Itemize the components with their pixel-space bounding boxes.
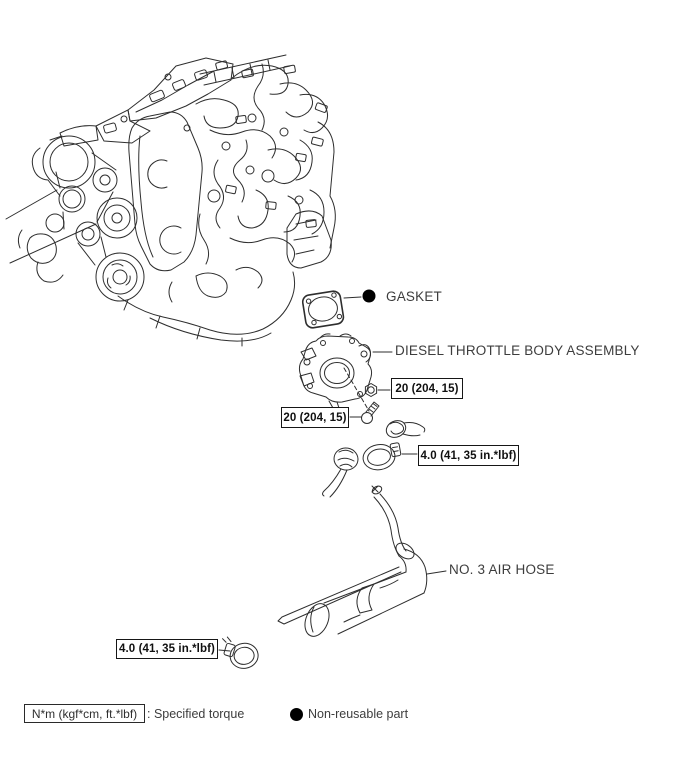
gasket-label: GASKET [386,289,442,304]
gasket-part [301,290,345,329]
fastener-dashed-line [343,367,370,412]
air-hose-part [277,485,428,637]
legend-non-reusable-caption: Non-reusable part [308,707,409,721]
throttle-body-part [298,333,373,409]
air-hose-leader-line [426,570,447,575]
throttle-body-label: DIESEL THROTTLE BODY ASSEMBLY [395,343,640,358]
non-reusable-part-icon [362,289,376,303]
legend-torque-caption: : Specified torque [147,707,245,721]
wire-clamp-lower [322,447,359,498]
torque-box-throttle-nut: 20 (204, 15) [391,378,463,399]
nut-part [364,383,378,397]
wire-clamp-upper [385,420,426,438]
air-hose-label: NO. 3 AIR HOSE [449,562,555,577]
torque-box-hose-clamp-upper: 4.0 (41, 35 in.*lbf) [418,445,519,466]
gasket-leader-line [343,296,362,299]
non-reusable-legend-icon [290,708,303,721]
torque-box-hose-clamp-lower: 4.0 (41, 35 in.*lbf) [116,639,218,659]
hose-clamp-lower [222,636,259,669]
hose-clamp-lower-leader-line [218,649,231,652]
engine-illustration [5,54,336,347]
bolt-part [361,401,380,424]
legend-torque-unit-box: N*m (kgf*cm, ft.*lbf) [24,704,145,723]
hose-clamp-upper [362,442,402,471]
torque-box-throttle-bolt: 20 (204, 15) [281,407,349,428]
